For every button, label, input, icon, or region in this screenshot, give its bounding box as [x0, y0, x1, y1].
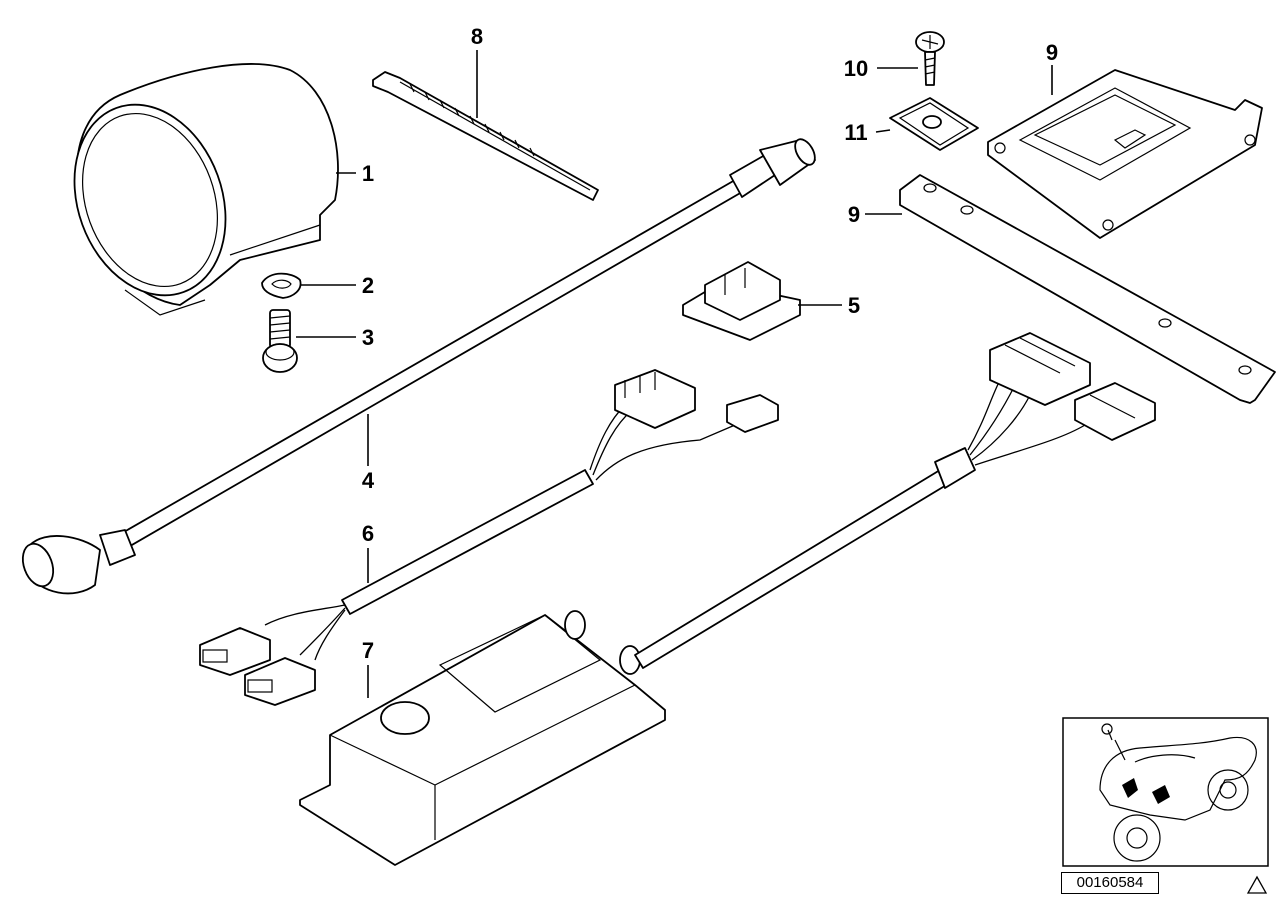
callout-6: 6: [362, 521, 374, 546]
part-cable-tie: [372, 71, 599, 201]
callout-9-strip: 9: [848, 202, 860, 227]
part-small-screw: [915, 31, 945, 86]
callout-9-plate: 9: [1046, 40, 1058, 65]
motorcycle-locator-icon: [1062, 717, 1269, 867]
diagram-id-label: 00160584: [1061, 872, 1159, 894]
callout-4: 4: [362, 468, 375, 493]
part-wiring-harness: [199, 369, 779, 706]
callout-8: 8: [471, 24, 483, 49]
part-control-unit: [299, 332, 1156, 866]
callout-11: 11: [844, 120, 867, 145]
part-bracket-strip: [899, 174, 1276, 404]
part-clip-nut: [889, 97, 979, 151]
part-clip: [682, 261, 801, 341]
leader-lines: [296, 50, 1053, 698]
callout-7: 7: [362, 638, 374, 663]
part-screw: [262, 309, 298, 373]
part-bracket-plate: [987, 69, 1263, 239]
callout-1: 1: [362, 161, 374, 186]
callout-5: 5: [848, 293, 860, 318]
warning-triangle-icon: [1246, 875, 1268, 894]
part-antenna-cable: [21, 138, 816, 595]
callout-3: 3: [362, 325, 374, 350]
part-cover-shell: [73, 63, 339, 316]
callout-10: 10: [844, 56, 868, 81]
part-washer: [261, 272, 302, 299]
callout-2: 2: [362, 273, 374, 298]
